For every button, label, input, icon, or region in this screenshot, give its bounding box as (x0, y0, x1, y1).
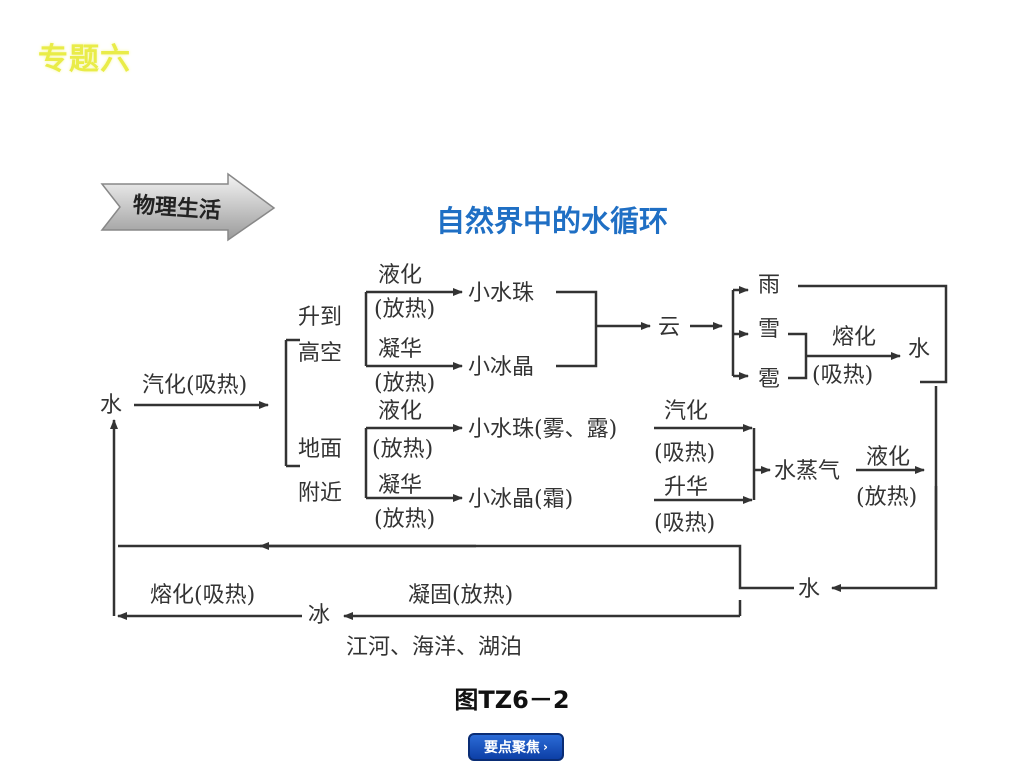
liquefy-label-high: 液化 (378, 263, 422, 288)
release-heat-label-1: (放热) (374, 297, 435, 322)
cloud-label: 云 (658, 315, 680, 340)
melt-absorb-label: 熔化(吸热) (150, 583, 255, 608)
water-right-label: 水 (908, 337, 930, 362)
ice-crystals-frost-label: 小冰晶(霜) (468, 487, 573, 512)
absorb-heat-label-2: (吸热) (654, 441, 715, 466)
release-heat-label-2: (放热) (374, 371, 435, 396)
water-vapor-label: 水蒸气 (774, 459, 840, 484)
droplets-label: 小水珠 (468, 281, 534, 306)
diagram-title: 自然界中的水循环 (435, 204, 668, 238)
focus-points-button[interactable]: 要点聚焦 › (468, 733, 564, 761)
ice-label: 冰 (308, 603, 330, 628)
release-heat-label-4: (放热) (374, 507, 435, 532)
water-start-label: 水 (100, 393, 122, 418)
section-tag: 专题六 (38, 42, 131, 77)
ice-crystals-label: 小冰晶 (468, 355, 534, 380)
near-ground-label-2: 附近 (298, 481, 342, 506)
snow-label: 雪 (758, 317, 780, 342)
melt-label: 熔化 (832, 325, 876, 350)
absorb-heat-label-1: (吸热) (812, 363, 873, 388)
evaporation-label: 汽化(吸热) (142, 373, 247, 398)
arrow-badge-icon (100, 172, 276, 242)
figure-caption: 图TZ6－2 (454, 686, 570, 714)
vaporize-label: 汽化 (664, 399, 708, 424)
desublimate-label-low: 凝华 (378, 473, 422, 498)
droplets-fog-dew-label: 小水珠(雾、露) (468, 417, 617, 442)
sublimate-label: 升华 (664, 475, 708, 500)
focus-button-label: 要点聚焦 (484, 740, 541, 756)
rain-label: 雨 (758, 273, 780, 298)
rise-high-label-1: 升到 (298, 305, 342, 330)
near-ground-label-1: 地面 (298, 437, 342, 462)
liquefy-label-vapor: 液化 (866, 445, 910, 470)
desublimate-label-high: 凝华 (378, 337, 422, 362)
chevron-right-icon: › (543, 740, 548, 754)
water-bottom-label: 水 (798, 577, 820, 602)
freeze-label: 凝固(放热) (408, 583, 513, 608)
release-heat-label-3: (放热) (372, 437, 433, 462)
bodies-of-water-label: 江河、海洋、湖泊 (346, 635, 522, 660)
hail-label: 雹 (758, 367, 780, 392)
liquefy-label-low: 液化 (378, 399, 422, 424)
release-heat-label-5: (放热) (856, 485, 917, 510)
rise-high-label-2: 高空 (298, 341, 342, 366)
absorb-heat-label-3: (吸热) (654, 511, 715, 536)
